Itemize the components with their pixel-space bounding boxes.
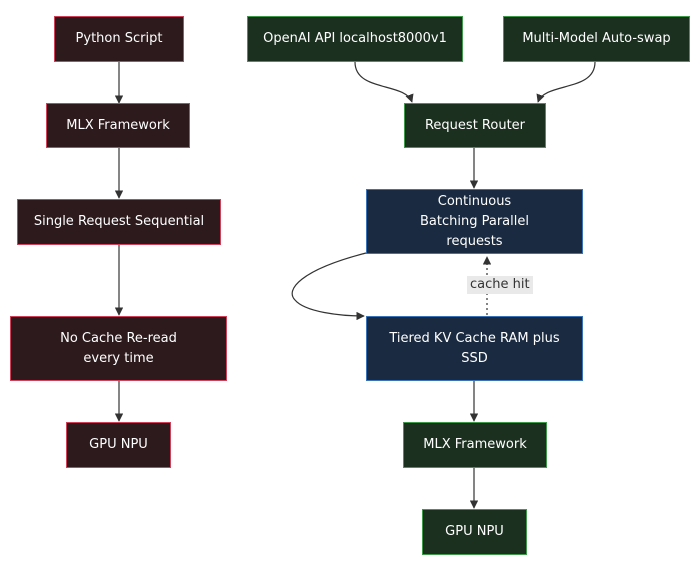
edge-openai-to-router [354,61,414,103]
tiered-kv-cache-node: Tiered KV Cache RAM plus SSD [366,316,583,381]
mlx-framework-node-right: MLX Framework [403,422,547,468]
cache-hit-label: cache hit [467,276,533,294]
python-script-node: Python Script [54,16,184,62]
gpu-npu-node-left: GPU NPU [66,422,171,468]
gpu-npu-node-right: GPU NPU [422,509,527,555]
multi-model-node: Multi-Model Auto-swap [503,16,690,62]
edge-batching-to-cache [291,252,367,321]
request-router-node: Request Router [404,103,546,148]
single-request-node: Single Request Sequential [17,199,221,245]
openai-api-node: OpenAI API localhost8000v1 [247,16,463,62]
edge-multimodel-to-router [536,61,596,103]
mlx-framework-node-left: MLX Framework [46,103,190,148]
continuous-batching-node: Continuous Batching Parallel requests [366,189,583,254]
no-cache-node: No Cache Re-read every time [10,316,227,381]
